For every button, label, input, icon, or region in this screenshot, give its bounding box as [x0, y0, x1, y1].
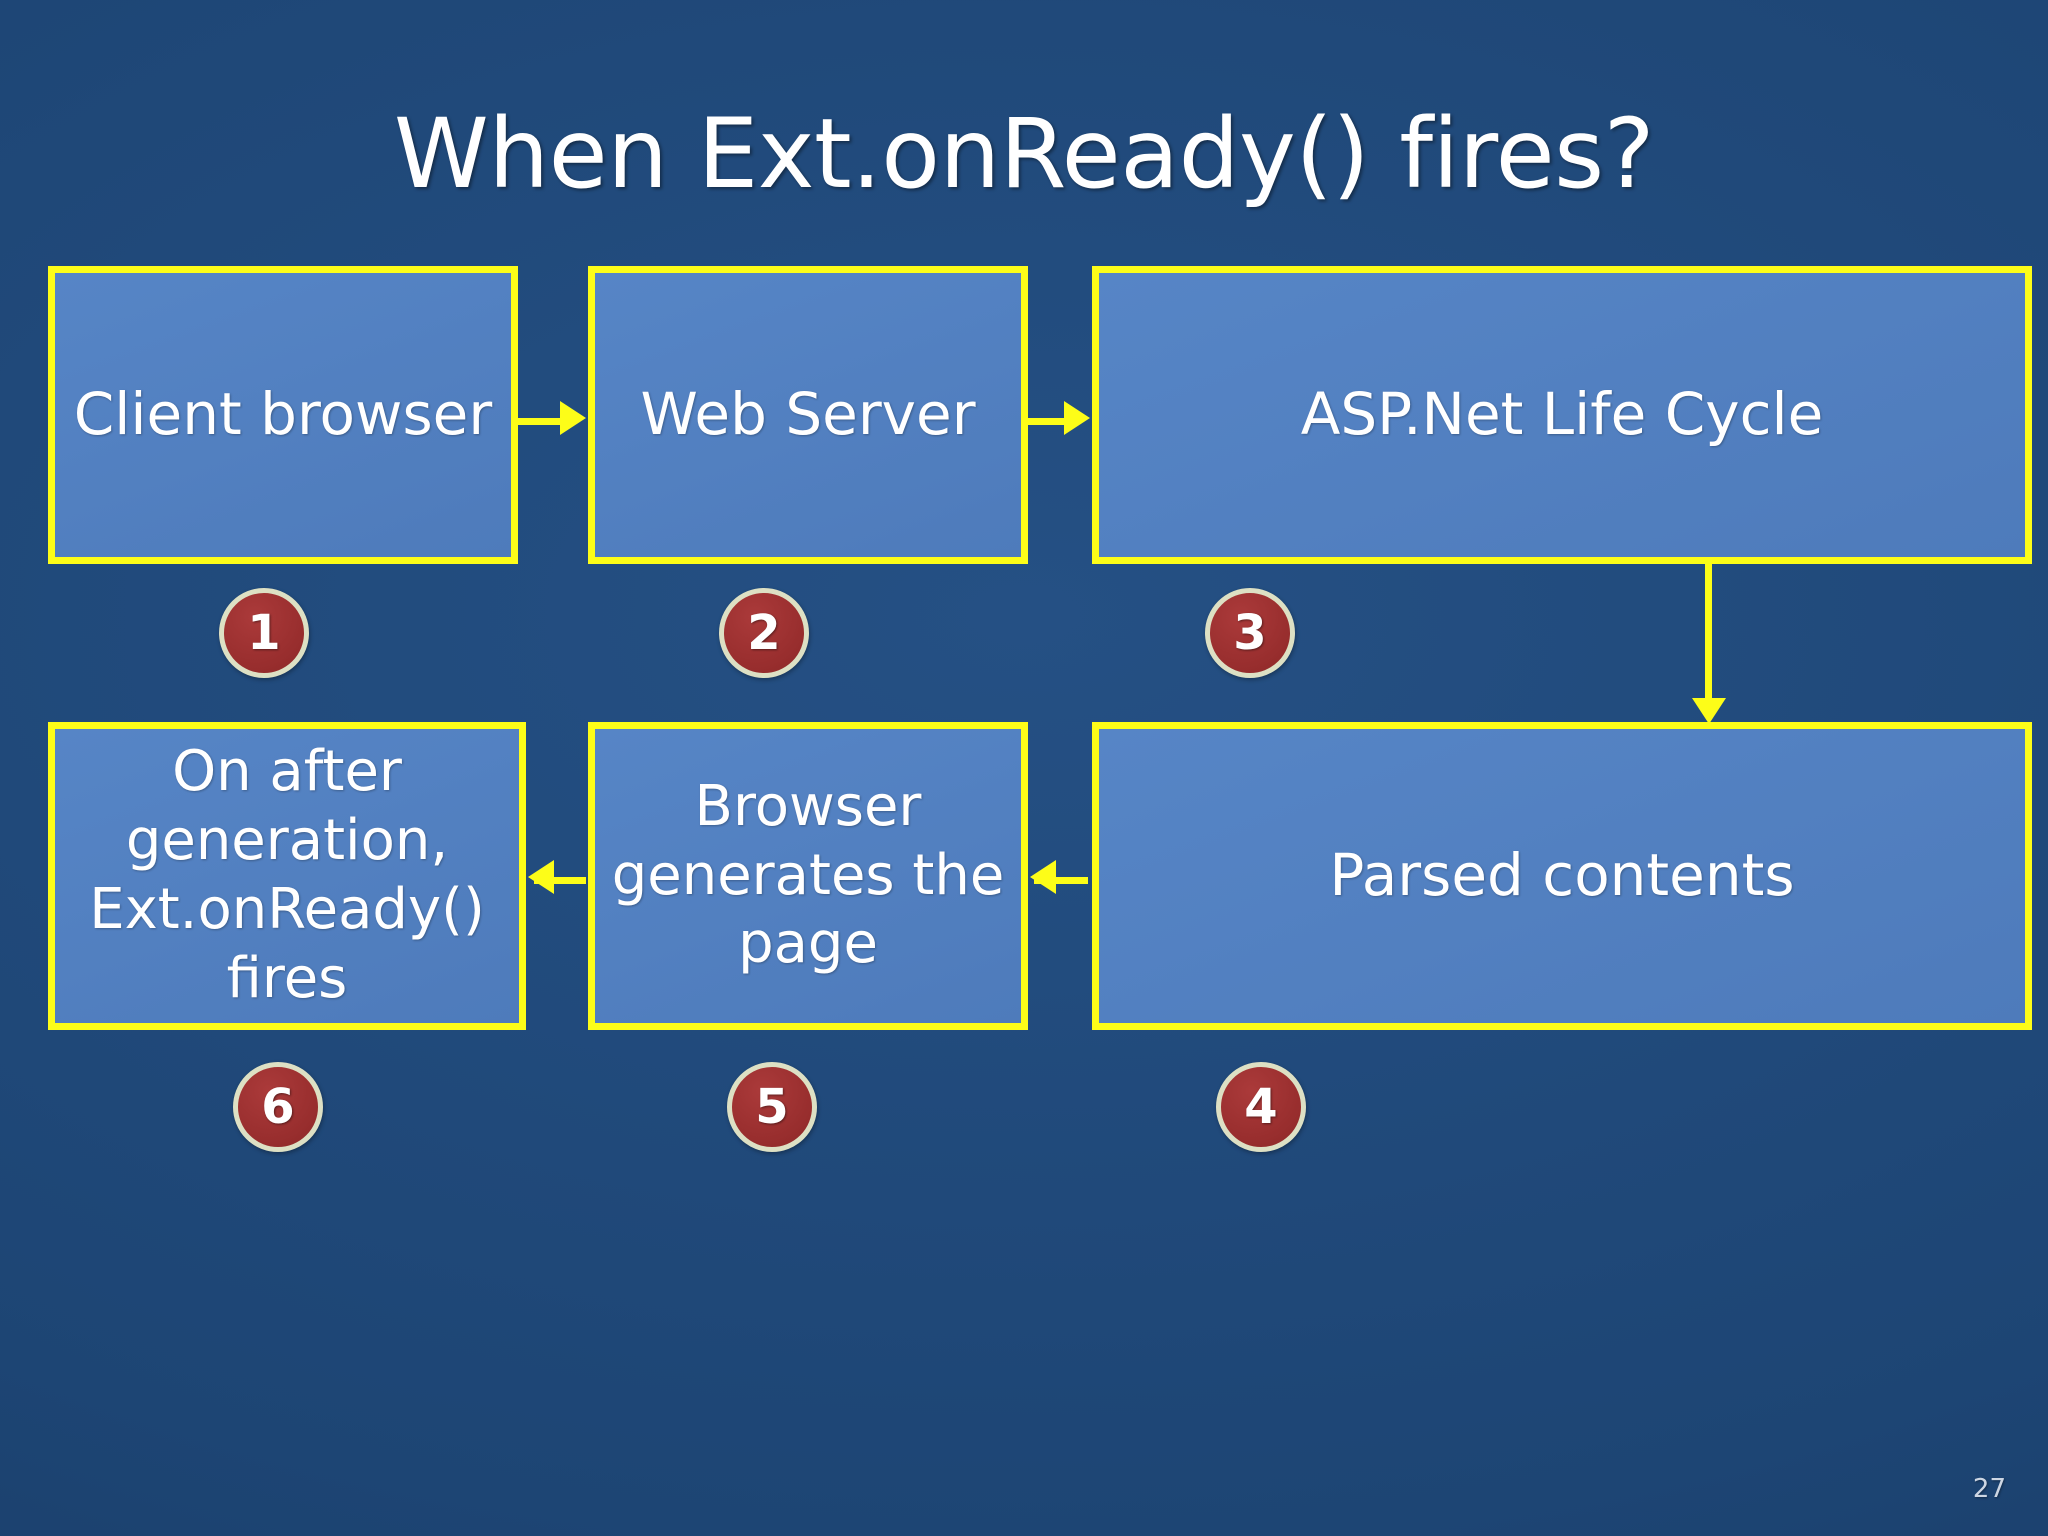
- arrow-right-head-icon: [560, 401, 586, 435]
- step-badge-5-label: 5: [755, 1079, 789, 1135]
- step-badge-5: 5: [727, 1062, 817, 1152]
- flow-box-aspnet-life-cycle-label: ASP.Net Life Cycle: [1300, 380, 1824, 449]
- flow-box-web-server-label: Web Server: [640, 380, 976, 449]
- arrow-client-to-server: [518, 418, 566, 425]
- flow-box-parsed-contents[interactable]: Parsed contents: [1092, 722, 2032, 1030]
- arrow-left-head-icon: [528, 860, 554, 894]
- step-badge-3: 3: [1205, 588, 1295, 678]
- step-badge-4: 4: [1216, 1062, 1306, 1152]
- step-badge-4-label: 4: [1244, 1079, 1278, 1135]
- page-title: When Ext.onReady() fires?: [393, 98, 1655, 210]
- step-badge-3-label: 3: [1233, 605, 1267, 661]
- step-badge-2: 2: [719, 588, 809, 678]
- flow-box-client-browser-label: Client browser: [73, 380, 493, 449]
- step-badge-1-label: 1: [247, 605, 281, 661]
- step-badge-1: 1: [219, 588, 309, 678]
- flow-box-on-after-generation-label: On after generation, Ext.onReady() fires: [89, 739, 485, 1011]
- flow-box-client-browser[interactable]: Client browser: [48, 266, 518, 564]
- arrow-down-head-icon: [1692, 698, 1726, 724]
- step-badge-6-label: 6: [261, 1079, 295, 1135]
- step-badge-2-label: 2: [747, 605, 781, 661]
- arrow-parsed-to-browser: [1034, 877, 1088, 884]
- arrow-right-head-icon: [1064, 401, 1090, 435]
- arrow-aspnet-to-parsed: [1705, 560, 1712, 712]
- arrow-browser-to-onafter: [534, 877, 586, 884]
- arrow-left-head-icon: [1030, 860, 1056, 894]
- arrow-server-to-aspnet: [1028, 418, 1072, 425]
- slide-number: 27: [1972, 1474, 2006, 1504]
- flow-box-web-server[interactable]: Web Server: [588, 266, 1028, 564]
- flow-box-browser-generates-page-label: Browser generates the page: [611, 773, 1005, 977]
- flow-box-aspnet-life-cycle[interactable]: ASP.Net Life Cycle: [1092, 266, 2032, 564]
- step-badge-6: 6: [233, 1062, 323, 1152]
- flow-box-on-after-generation[interactable]: On after generation, Ext.onReady() fires: [48, 722, 526, 1030]
- flow-box-parsed-contents-label: Parsed contents: [1329, 841, 1795, 910]
- flow-box-browser-generates-page[interactable]: Browser generates the page: [588, 722, 1028, 1030]
